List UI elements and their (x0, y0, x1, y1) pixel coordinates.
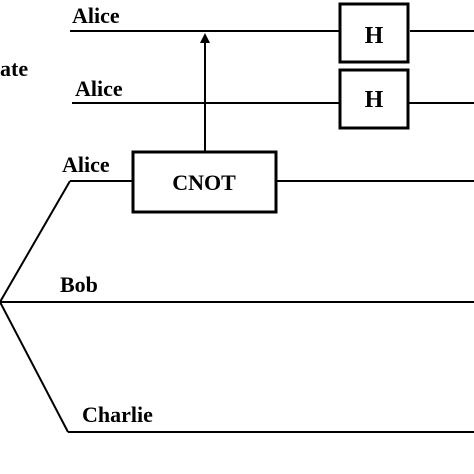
h-gate-top-label: H (365, 23, 384, 49)
qubit-label-alice-1: Alice (72, 3, 120, 28)
qubit-label-charlie: Charlie (82, 402, 153, 427)
cnot-gate-label: CNOT (172, 170, 236, 195)
entangle-line-charlie (0, 301, 69, 433)
h-gate-mid: H (338, 68, 410, 130)
left-fragment-label: ate (0, 56, 28, 81)
qubit-label-alice-3: Alice (62, 152, 110, 177)
cnot-gate: CNOT (131, 150, 278, 214)
h-gate-top-box (338, 2, 410, 64)
qubit-label-alice-2: Alice (75, 76, 123, 101)
qubit-label-bob: Bob (60, 272, 98, 297)
entangle-line-alice (0, 180, 71, 303)
h-gate-mid-label: H (365, 87, 384, 113)
cnot-gate-box (131, 150, 278, 214)
h-gate-mid-box (338, 68, 410, 130)
h-gate-top: H (338, 2, 410, 64)
